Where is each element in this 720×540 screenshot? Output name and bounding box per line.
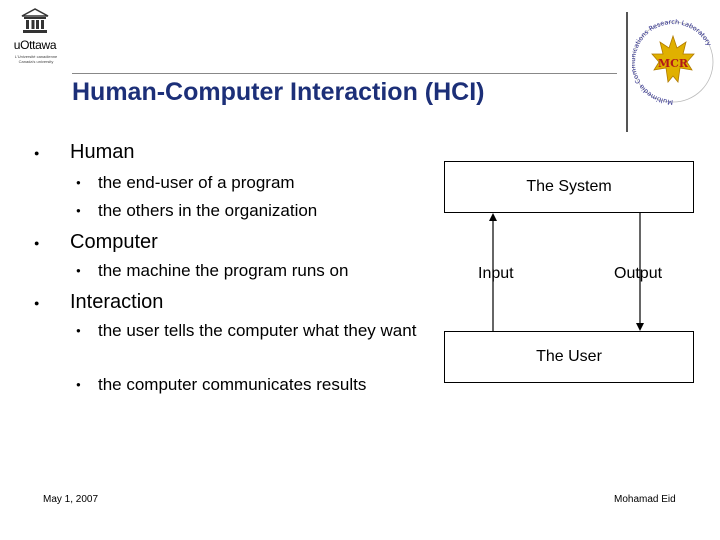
- outline-human: Human: [70, 141, 135, 163]
- input-label: Input: [478, 265, 514, 282]
- footer-author: Mohamad Eid: [614, 494, 676, 505]
- logo-wordmark: uOttawa: [13, 38, 57, 52]
- title-rule: [72, 73, 617, 74]
- interaction-arrows: [489, 213, 644, 331]
- bullet-icon: ●: [76, 206, 81, 215]
- bullet-icon: ●: [34, 298, 40, 308]
- user-label: The User: [536, 348, 602, 365]
- output-arrowhead: [636, 323, 644, 331]
- footer-date: May 1, 2007: [43, 494, 99, 505]
- outline-computer: Computer: [70, 231, 158, 253]
- system-label: The System: [526, 178, 612, 195]
- interaction-item-1: the user tells the computer what they wa…: [98, 321, 417, 340]
- human-item-2: the others in the organization: [98, 201, 318, 220]
- human-item-1: the end-user of a program: [98, 173, 295, 192]
- computer-item-1: the machine the program runs on: [98, 261, 349, 280]
- building-icon: [21, 8, 49, 33]
- interaction-item-2: the computer communicates results: [98, 375, 367, 394]
- slide-title: Human-Computer Interaction (HCI): [72, 78, 485, 106]
- header-divider: [626, 12, 628, 132]
- user-box: The User: [444, 331, 694, 383]
- system-box: The System: [444, 161, 694, 213]
- input-arrowhead: [489, 213, 497, 221]
- university-logo: uOttawa L'Université canadienne Canada's…: [6, 8, 64, 70]
- bullet-icon: ●: [34, 238, 40, 248]
- bullet-icon: ●: [34, 148, 40, 158]
- bullet-icon: ●: [76, 326, 81, 335]
- logo-tagline: L'Université canadienne Canada's univers…: [14, 54, 58, 64]
- bullet-icon: ●: [76, 266, 81, 275]
- bullet-icon: ●: [76, 178, 81, 187]
- outline-interaction: Interaction: [70, 291, 164, 313]
- output-label: Output: [614, 265, 663, 282]
- bullet-icon: ●: [76, 380, 81, 389]
- lab-seal-logo: Multimedia Communications Research Labor…: [632, 18, 714, 106]
- seal-center-text: MCR: [658, 57, 689, 70]
